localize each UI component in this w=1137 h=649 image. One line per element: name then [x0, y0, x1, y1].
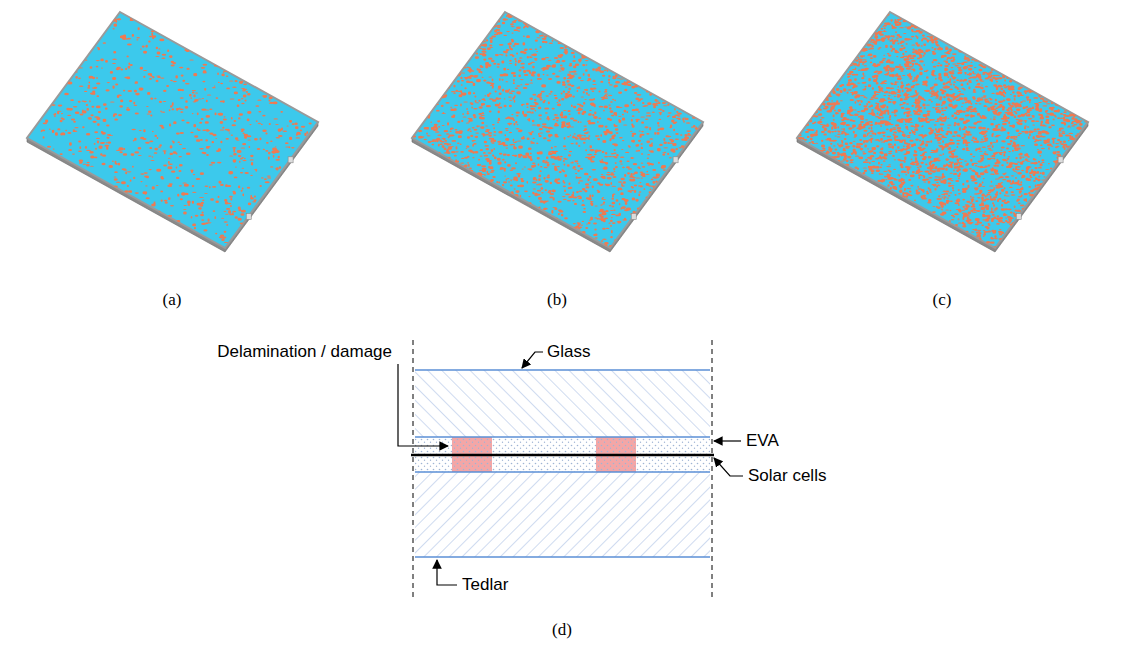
- part-label: Solar cells: [748, 466, 826, 486]
- solar-panels: [27, 12, 1088, 252]
- panel-caption: (c): [933, 290, 952, 310]
- panel-caption: (a): [163, 290, 182, 310]
- solar-panel: [412, 12, 703, 252]
- part-label: Tedlar: [462, 575, 508, 595]
- part-label: Delamination / damage: [217, 342, 392, 362]
- part-label: EVA: [746, 431, 779, 451]
- panel-caption: (b): [547, 290, 567, 310]
- cross-section: [398, 340, 743, 597]
- panel-caption: (d): [552, 620, 572, 640]
- part-label: Glass: [547, 342, 590, 362]
- solar-panel: [27, 12, 318, 252]
- solar-panel: [797, 12, 1088, 252]
